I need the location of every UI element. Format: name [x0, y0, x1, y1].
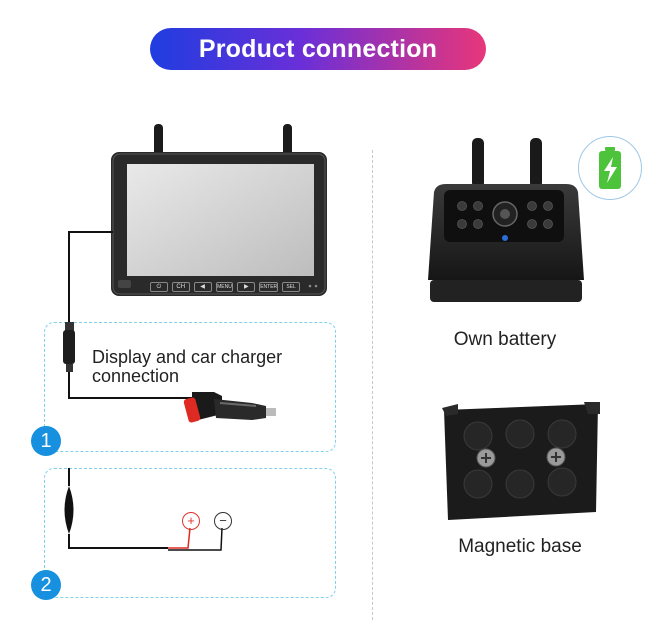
section-divider	[372, 150, 373, 620]
monitor-screen	[127, 164, 314, 276]
connector-step1	[63, 330, 75, 364]
step2-box	[44, 468, 336, 598]
battery-charging-icon	[578, 136, 642, 200]
monitor-button-ch: CH	[171, 282, 190, 292]
positive-wire	[168, 527, 191, 549]
step2-badge: 2	[31, 570, 61, 600]
ground-wire	[68, 534, 168, 549]
magnetic-base-image	[442, 402, 600, 520]
monitor-button-sel: SEL	[282, 282, 301, 292]
plus-terminal-icon: +	[182, 512, 200, 530]
step1-caption-line2: connection	[92, 366, 180, 386]
step1-caption-line1: Display and car charger	[92, 347, 283, 367]
car-charger-plug	[183, 392, 276, 423]
negative-wire	[168, 527, 223, 551]
monitor-button-row: ⏻ CH ◀ MENU ▶ ENTER SEL	[150, 282, 301, 292]
monitor-antenna-left	[154, 124, 163, 160]
camera-caption: Own battery	[453, 329, 557, 350]
step1-box	[44, 322, 336, 452]
cable-monitor	[68, 231, 113, 325]
cable-charger	[68, 372, 194, 399]
base-caption: Magnetic base	[458, 536, 582, 557]
screw-icon-2	[546, 447, 566, 467]
monitor-button-enter: ENTER	[259, 282, 279, 292]
monitor-antenna-right	[283, 124, 292, 160]
monitor-button-right: ▶	[237, 282, 256, 292]
page-title: Product connection method	[150, 28, 486, 105]
step1-caption: Display and car charger connection	[92, 348, 282, 386]
monitor-button-menu: MENU	[215, 282, 234, 292]
camera-image	[428, 138, 584, 302]
screw-icon	[476, 448, 496, 468]
step1-badge: 1	[31, 426, 61, 456]
monitor-button-left: ◀	[193, 282, 212, 292]
monitor-button-power: ⏻	[150, 282, 168, 292]
connection-illustration	[63, 124, 327, 551]
fuse-holder	[64, 486, 74, 534]
minus-terminal-icon: −	[214, 512, 232, 530]
